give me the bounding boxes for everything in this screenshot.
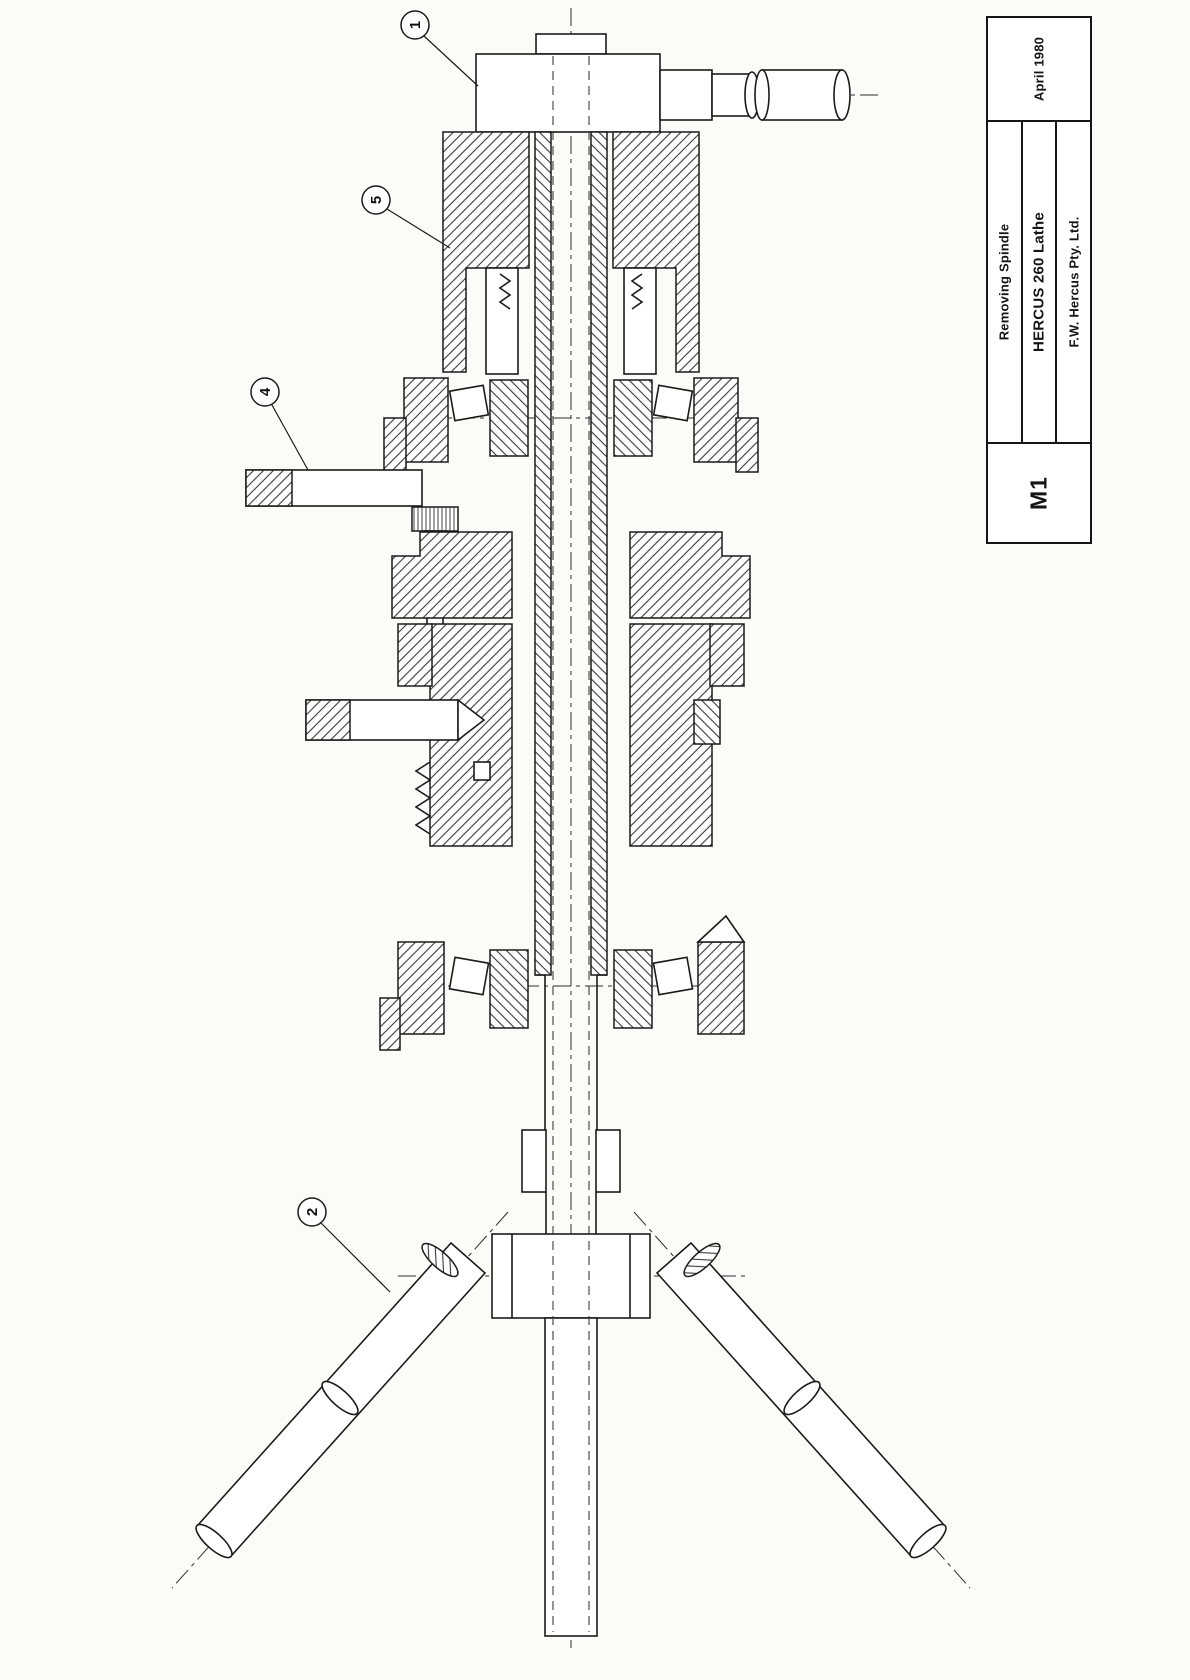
title-block-doc-title-cell: Removing Spindle [988, 122, 1021, 442]
headstock-casting [442, 131, 700, 375]
title-block-machine-cell: HERCUS 260 Lathe [1020, 122, 1056, 442]
drawing-date: April 1980 [1031, 36, 1047, 102]
title-block-sheet-cell: M1 [988, 442, 1090, 542]
balloon-4: 4 [250, 377, 309, 471]
title-block-middle-cells: Removing Spindle HERCUS 260 Lathe F.W. H… [988, 122, 1090, 442]
spindle-bore-hidden-lines [552, 56, 590, 1632]
lever-arm [245, 469, 423, 507]
title-block-company-cell: F.W. Hercus Pty. Ltd. [1055, 122, 1090, 442]
drawing-title: Removing Spindle [996, 223, 1012, 341]
company-name: F.W. Hercus Pty. Ltd. [1066, 216, 1082, 348]
upper-bearing-assembly [383, 377, 759, 473]
title-block-date-cell: April 1980 [988, 18, 1090, 122]
sheet-number: M1 [1025, 476, 1052, 510]
balloon-4-label: 4 [257, 387, 274, 396]
balloon-1-label: 1 [407, 21, 424, 29]
balloon-5: 5 [361, 185, 451, 249]
lower-bearing-assembly [379, 914, 746, 1051]
balloon-2-label: 2 [304, 1208, 321, 1216]
spindle-shaft [521, 131, 621, 1234]
balloon-2: 2 [297, 1197, 391, 1293]
balloon-1: 1 [400, 10, 479, 87]
balloon-5-label: 5 [368, 196, 385, 204]
turnstile-bars [195, 1233, 947, 1637]
gear-cluster [305, 531, 751, 847]
title-block: April 1980 Removing Spindle HERCUS 260 L… [986, 16, 1092, 544]
top-support-block [475, 33, 851, 133]
machine-name: HERCUS 260 Lathe [1030, 212, 1048, 352]
